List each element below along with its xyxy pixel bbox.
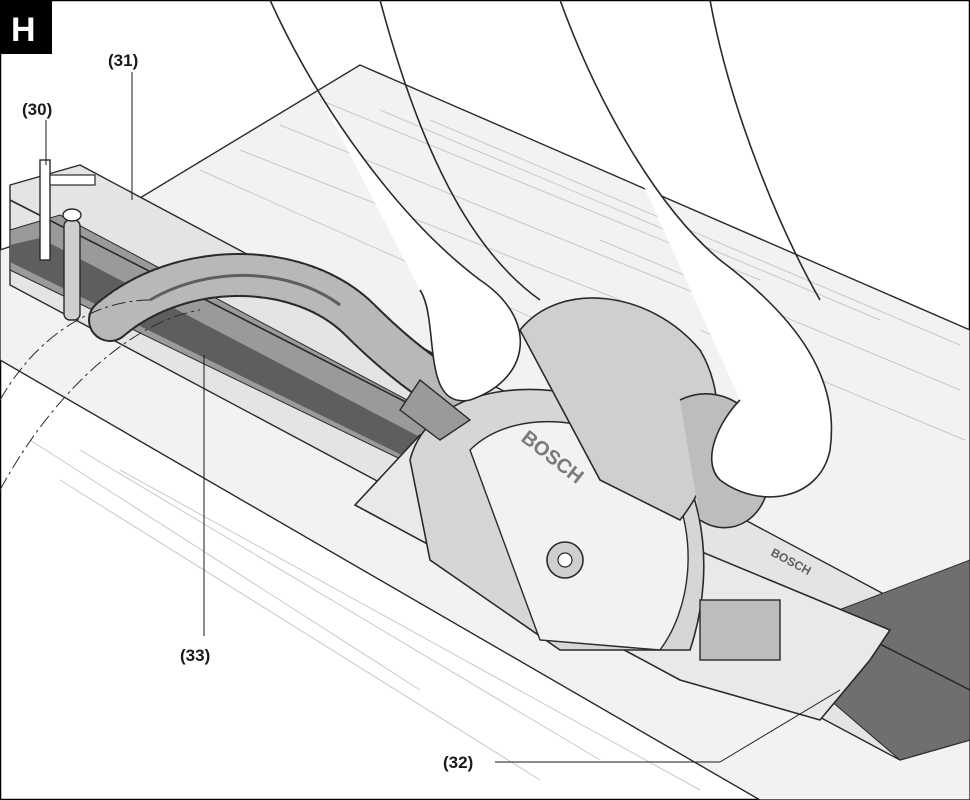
figure-badge-letter: H [11, 11, 36, 49]
callout-31: (31) [108, 51, 138, 70]
leader-lines [45, 72, 841, 763]
operator-hands [269, 0, 833, 498]
figure-badge: H [0, 0, 52, 54]
callout-30: (30) [22, 100, 52, 119]
callout-32: (32) [443, 753, 473, 772]
extraction-hose [0, 253, 482, 491]
circular-saw: BOSCH BOSCH [353, 297, 892, 721]
screw-clamp [39, 159, 96, 321]
callout-33: (33) [180, 646, 210, 665]
